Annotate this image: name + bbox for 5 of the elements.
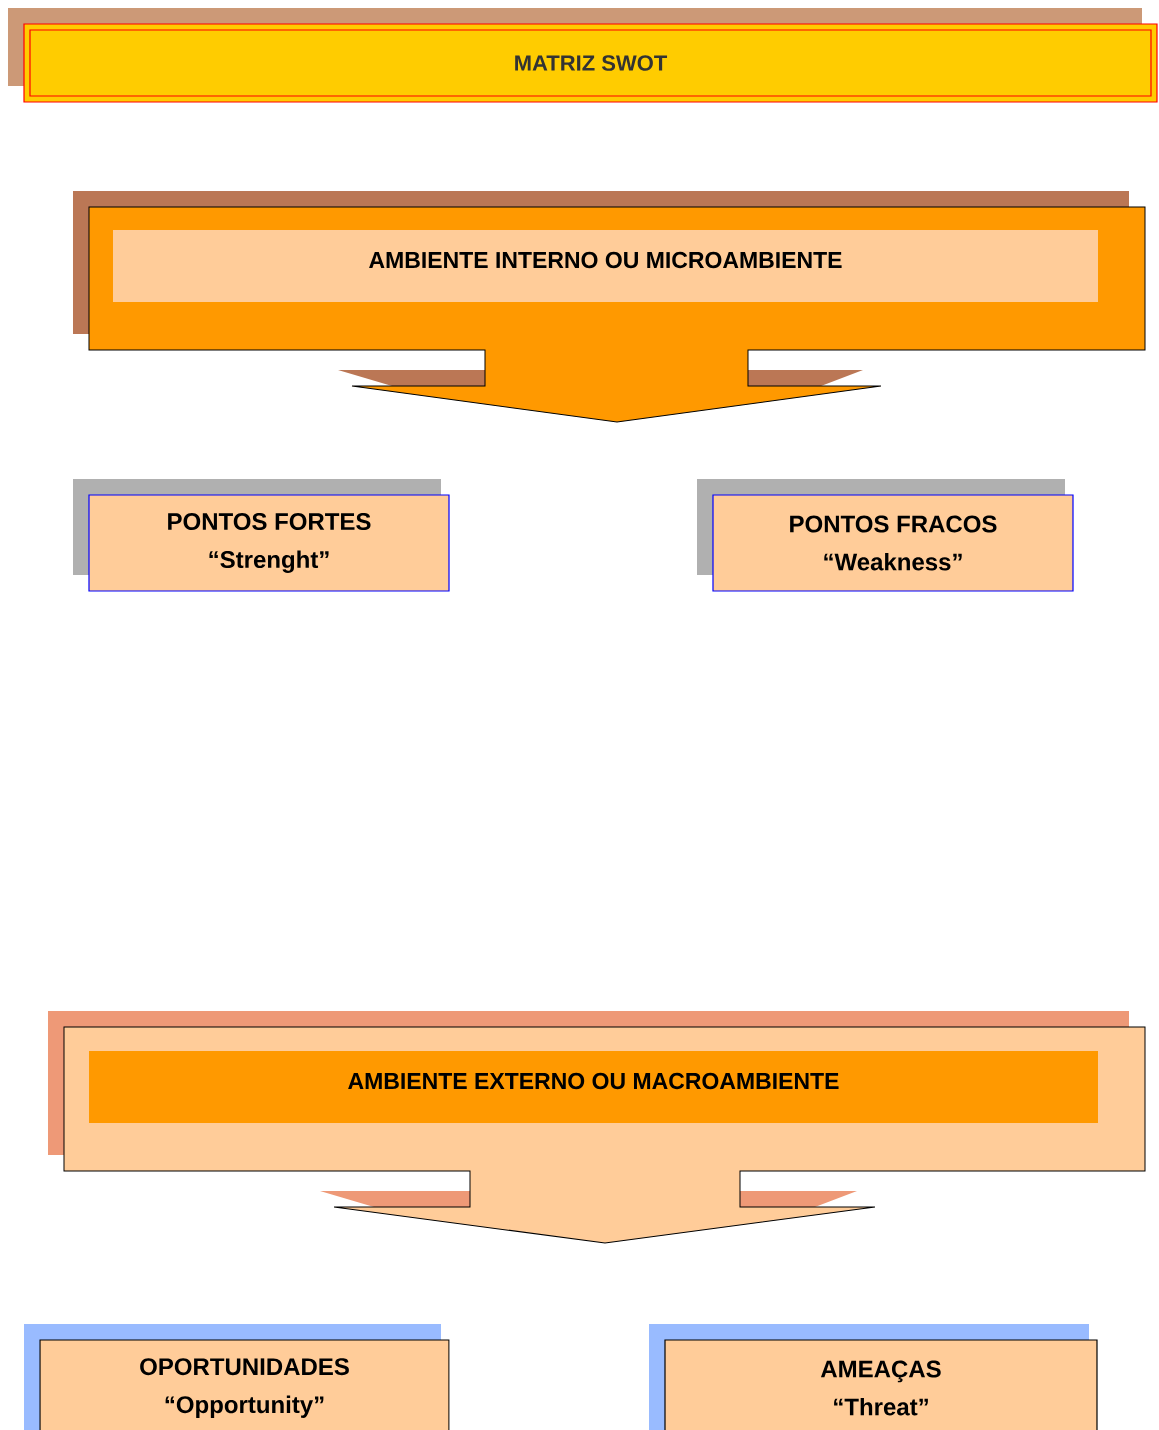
category-box: OPORTUNIDADES “Opportunity” — [24, 1324, 450, 1430]
title-banner: MATRIZ SWOT — [8, 8, 1158, 103]
category-box: AMEAÇAS “Threat” — [649, 1324, 1098, 1430]
category-box: PONTOS FRACOS “Weakness” — [697, 479, 1074, 592]
category-box: PONTOS FORTES “Strenght” — [73, 479, 450, 592]
